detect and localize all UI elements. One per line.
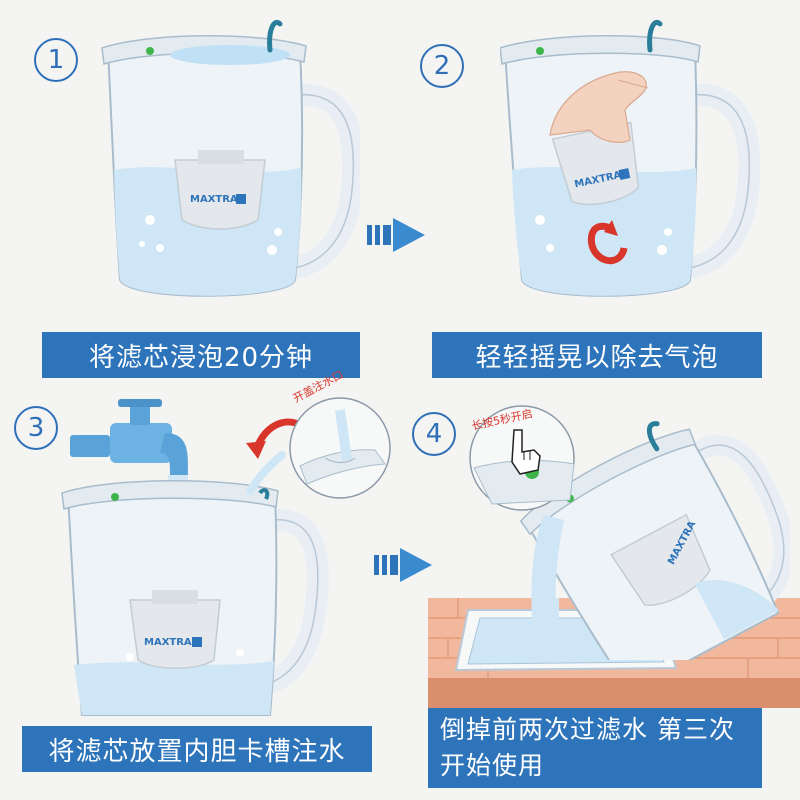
step-3-filter-label: MAXTRA — [144, 637, 192, 648]
step-3-pitcher-illustration: MAXTRA — [61, 399, 329, 716]
step-1-pitcher-illustration: MAXTRA — [101, 20, 360, 297]
step-2-caption: 轻轻摇晃以除去气泡 — [432, 332, 762, 378]
step-4-callout-circle — [469, 405, 575, 511]
step-2-pitcher-illustration: MAXTRA — [500, 20, 761, 297]
step-1-caption: 将滤芯浸泡20分钟 — [42, 332, 360, 378]
step-1-filter-label: MAXTRA — [190, 194, 238, 205]
step-4-number: 4 — [412, 412, 456, 456]
step-3-number: 3 — [14, 406, 58, 450]
step-3-caption: 将滤芯放置内胆卡槽注水 — [22, 726, 372, 772]
step-3-callout-circle — [289, 397, 391, 499]
step-4-pitcher-illustration: MAXTRA — [520, 421, 790, 660]
step-4-caption-line-1: 倒掉前两次过滤水 第三次 — [440, 715, 735, 744]
step-4-caption: 倒掉前两次过滤水 第三次 开始使用 — [428, 708, 762, 788]
step-2-number: 2 — [420, 44, 464, 88]
next-arrow-icon — [367, 218, 425, 252]
step-1-number: 1 — [34, 38, 78, 82]
step-4-caption-line-2: 开始使用 — [440, 751, 545, 780]
next-arrow-icon-2 — [374, 548, 432, 582]
